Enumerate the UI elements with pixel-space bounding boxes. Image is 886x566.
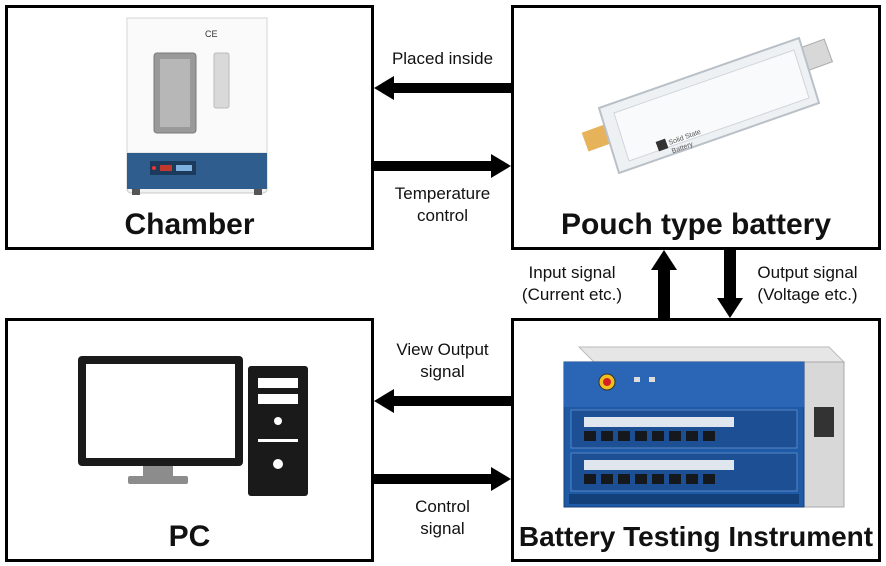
chamber-box: CE Chamber	[5, 5, 374, 250]
output-signal-line2: (Voltage etc.)	[757, 285, 858, 304]
control-signal-line1: Control	[415, 497, 470, 516]
arrow-temperature-control	[374, 154, 511, 178]
battery-title: Pouch type battery	[560, 208, 832, 241]
placed-inside-line1: Placed inside	[391, 49, 494, 68]
arrow-placed-inside	[374, 76, 511, 100]
view-output-line2: signal	[420, 362, 465, 381]
view-output-line1: View Output	[396, 340, 489, 359]
control-signal-label: Control signal	[374, 496, 511, 540]
placed-inside-label: Placed inside	[374, 48, 511, 70]
arrow-input-signal	[651, 250, 677, 318]
output-signal-line1: Output signal	[757, 263, 858, 282]
battery-box: Solid State Battery Pouch type battery	[511, 5, 881, 250]
arrow-view-output	[374, 389, 511, 413]
instrument-title: Battery Testing Instrument	[518, 521, 874, 552]
instrument-box: Battery Testing Instrument	[511, 318, 881, 562]
input-signal-line1: Input signal	[528, 263, 616, 282]
instrument-illustration	[563, 346, 846, 508]
pc-title: PC	[168, 520, 211, 553]
temperature-control-line1: Temperature	[394, 184, 491, 203]
input-signal-label: Input signal (Current etc.)	[512, 262, 632, 306]
output-signal-label: Output signal (Voltage etc.)	[740, 262, 875, 306]
temperature-control-label: Temperature control	[374, 183, 511, 227]
control-signal-line2: signal	[420, 519, 465, 538]
chamber-illustration: CE	[126, 17, 268, 195]
pouch-battery-illustration: Solid State Battery	[581, 36, 834, 175]
svg-text:CE: CE	[205, 29, 218, 39]
view-output-label: View Output signal	[374, 339, 511, 383]
pc-box: PC	[5, 318, 374, 562]
arrow-control-signal	[374, 467, 511, 491]
arrow-output-signal	[717, 250, 743, 318]
input-signal-line2: (Current etc.)	[521, 285, 623, 304]
chamber-title: Chamber	[124, 208, 255, 241]
temperature-control-line2: control	[416, 206, 469, 225]
pc-illustration	[78, 356, 308, 496]
